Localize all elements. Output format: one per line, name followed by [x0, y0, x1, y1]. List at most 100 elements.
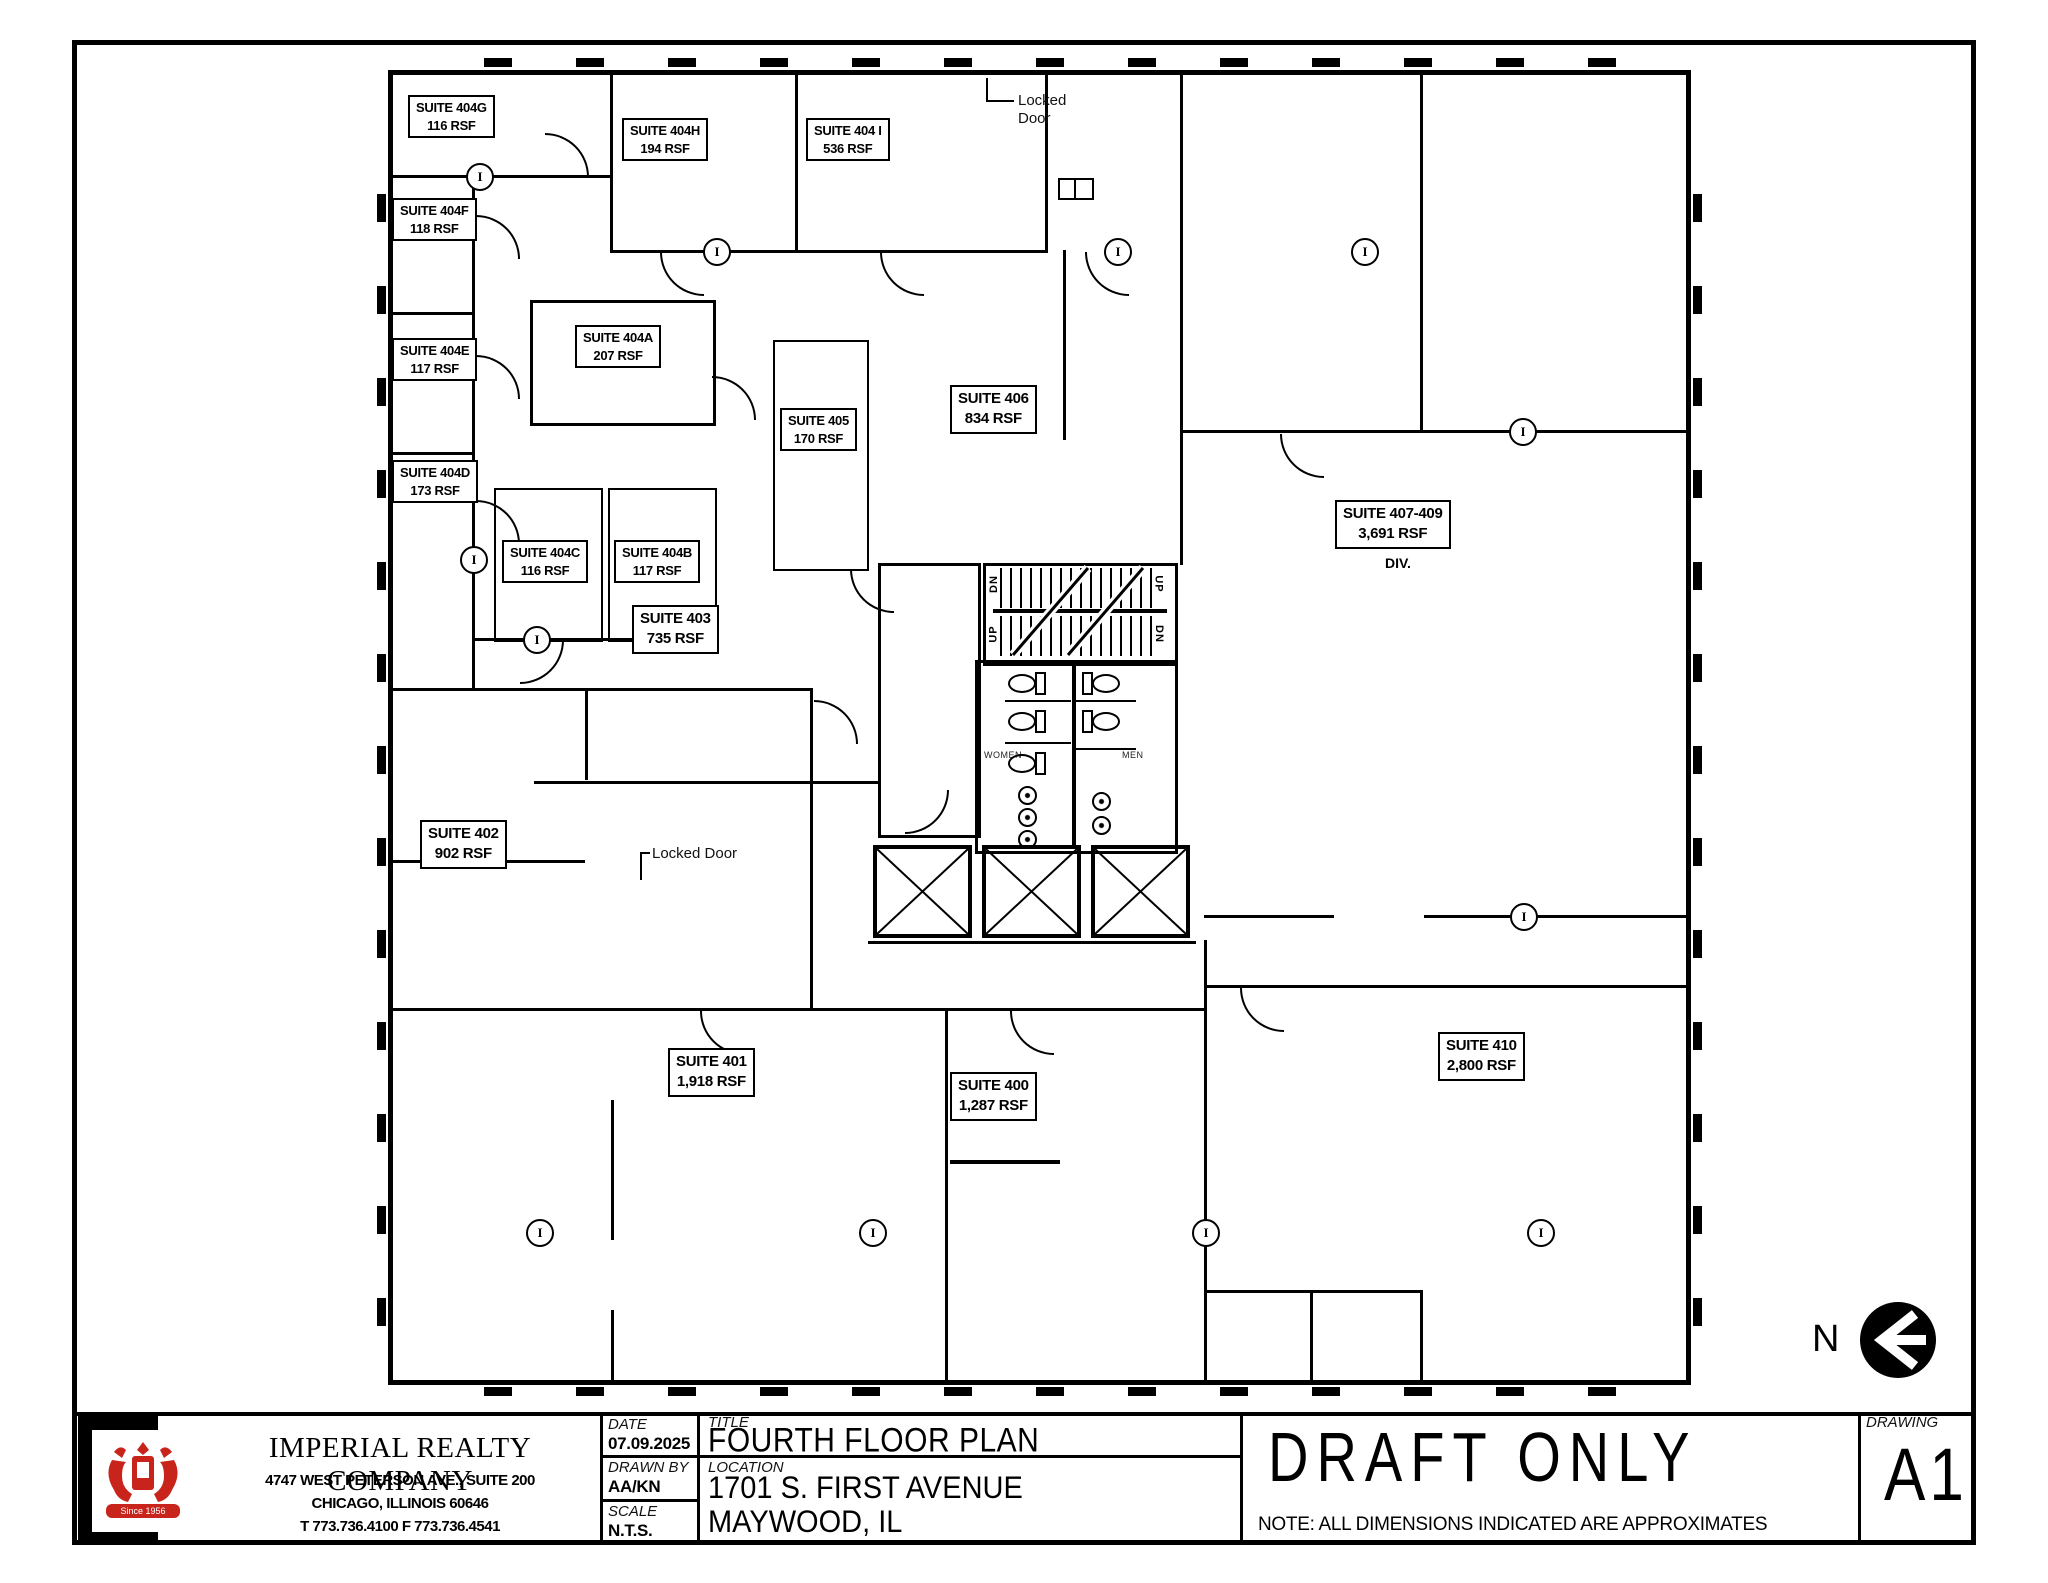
column-marker: I	[859, 1219, 887, 1247]
suite-label-405: SUITE 405 170 RSF	[780, 408, 857, 452]
suite-label-404i: SUITE 404 I 536 RSF	[806, 118, 890, 162]
company-phones: T 773.736.4100 F 773.736.4541	[300, 1518, 500, 1535]
wall	[1204, 985, 1690, 988]
leader-line	[986, 100, 1014, 102]
wall	[388, 452, 474, 455]
suite-name: SUITE 404A	[583, 330, 653, 345]
window-ticks-bottom	[420, 1387, 1660, 1396]
suite-name: SUITE 407-409	[1343, 505, 1443, 522]
suite-name: SUITE 401	[676, 1053, 747, 1070]
imperial-crest-icon: Since 1956	[106, 1442, 180, 1518]
suite-area: 1,918 RSF	[676, 1073, 746, 1091]
column-marker: I	[1104, 238, 1132, 266]
stall-partition	[1076, 748, 1136, 750]
wall	[1424, 915, 1690, 918]
suite-name: SUITE 404H	[630, 123, 700, 138]
sheet-border-left	[72, 40, 77, 1545]
suite-area: 3,691 RSF	[1358, 525, 1428, 543]
scale-label: SCALE	[608, 1503, 658, 1520]
stair-label-dn-2: DN	[1152, 625, 1165, 643]
suite-label-407-409: SUITE 407-409 3,691 RSF	[1335, 500, 1451, 549]
wall	[1310, 1290, 1313, 1385]
wall	[1181, 430, 1690, 433]
company-address2: CHICAGO, ILLINOIS 60646	[311, 1495, 489, 1512]
leader-line	[640, 852, 650, 854]
restrooms	[975, 660, 1178, 854]
column-marker: I	[526, 1219, 554, 1247]
stall-partition	[1076, 700, 1136, 702]
toilet	[1035, 710, 1046, 733]
suite-name: SUITE 404 I	[814, 123, 882, 138]
column-marker: I	[1192, 1219, 1220, 1247]
room-404a	[530, 300, 716, 426]
column-marker: I	[1351, 238, 1379, 266]
wall	[1180, 70, 1183, 565]
door-swing	[1280, 434, 1324, 478]
suite-name: SUITE 404E	[400, 343, 470, 358]
toilet	[1008, 712, 1036, 731]
toilet	[1008, 674, 1036, 693]
toilet	[1092, 712, 1120, 731]
door-swing	[880, 252, 924, 296]
wall	[810, 688, 813, 1010]
suite-label-401: SUITE 401 1,918 RSF	[668, 1048, 755, 1097]
window-ticks-left	[377, 130, 386, 1340]
toilet	[1008, 754, 1036, 773]
wall	[945, 1008, 948, 1385]
exterior-wall-right	[1686, 70, 1691, 1385]
elevator-cab	[873, 845, 972, 938]
stall-partition	[1005, 742, 1071, 744]
stair-room	[983, 563, 1178, 666]
mens-room-label: MEN	[1122, 750, 1144, 760]
drawn-by-value: AA/KN	[608, 1477, 661, 1496]
suite-area: 194 RSF	[640, 140, 690, 156]
column-marker: I	[1510, 903, 1538, 931]
stair-landing	[993, 609, 1167, 613]
suite-area: 116 RSF	[520, 562, 570, 578]
wall	[388, 1008, 1204, 1011]
titleblock-divider	[600, 1412, 603, 1542]
column-marker: I	[1527, 1219, 1555, 1247]
room-405	[773, 340, 869, 571]
location-line2: MAYWOOD, IL	[708, 1504, 903, 1540]
company-logo: Since 1956	[92, 1430, 194, 1532]
column-marker: I	[523, 626, 551, 654]
toilet	[1035, 672, 1046, 695]
suite-label-404a: SUITE 404A 207 RSF	[575, 325, 661, 369]
suite-name: SUITE 404B	[622, 545, 692, 560]
wall	[472, 638, 717, 641]
sink	[1092, 792, 1111, 811]
suite-name: SUITE 403	[640, 610, 711, 627]
toilet	[1092, 674, 1120, 693]
suite-area: 2,800 RSF	[1446, 1057, 1516, 1075]
wall	[1204, 915, 1334, 918]
stair-label-dn-1: DN	[987, 575, 1000, 593]
location-label: LOCATION	[708, 1459, 784, 1476]
door-swing	[476, 215, 520, 259]
wall	[534, 781, 880, 784]
wall	[611, 1310, 614, 1385]
suite-407-409-div-note: DIV.	[1385, 555, 1411, 571]
leader-line	[640, 852, 642, 880]
wall	[1420, 70, 1423, 430]
north-arrow-icon	[1860, 1302, 1936, 1378]
date-label: DATE	[608, 1416, 647, 1433]
drawn-by-label: DRAWN BY	[608, 1459, 689, 1476]
suite-name: SUITE 404F	[400, 203, 469, 218]
wall	[950, 1160, 1060, 1164]
sheet-border-right	[1971, 40, 1976, 1545]
stall-partition	[1005, 700, 1071, 702]
suite-label-404f: SUITE 404F 118 RSF	[392, 198, 477, 242]
sink-fixture	[1058, 178, 1094, 200]
suite-label-404g: SUITE 404G 116 RSF	[408, 95, 495, 139]
door-swing	[660, 252, 704, 296]
wall	[1045, 70, 1048, 250]
stair-label-up-1: UP	[1152, 575, 1165, 593]
sink	[1018, 786, 1037, 805]
titleblock-divider	[697, 1412, 700, 1542]
suite-label-404b: SUITE 404B 117 RSF	[614, 540, 700, 584]
drawing-label: DRAWING	[1866, 1414, 1939, 1431]
column-marker: I	[1509, 418, 1537, 446]
drawing-title: FOURTH FLOOR PLAN	[708, 1421, 1040, 1460]
